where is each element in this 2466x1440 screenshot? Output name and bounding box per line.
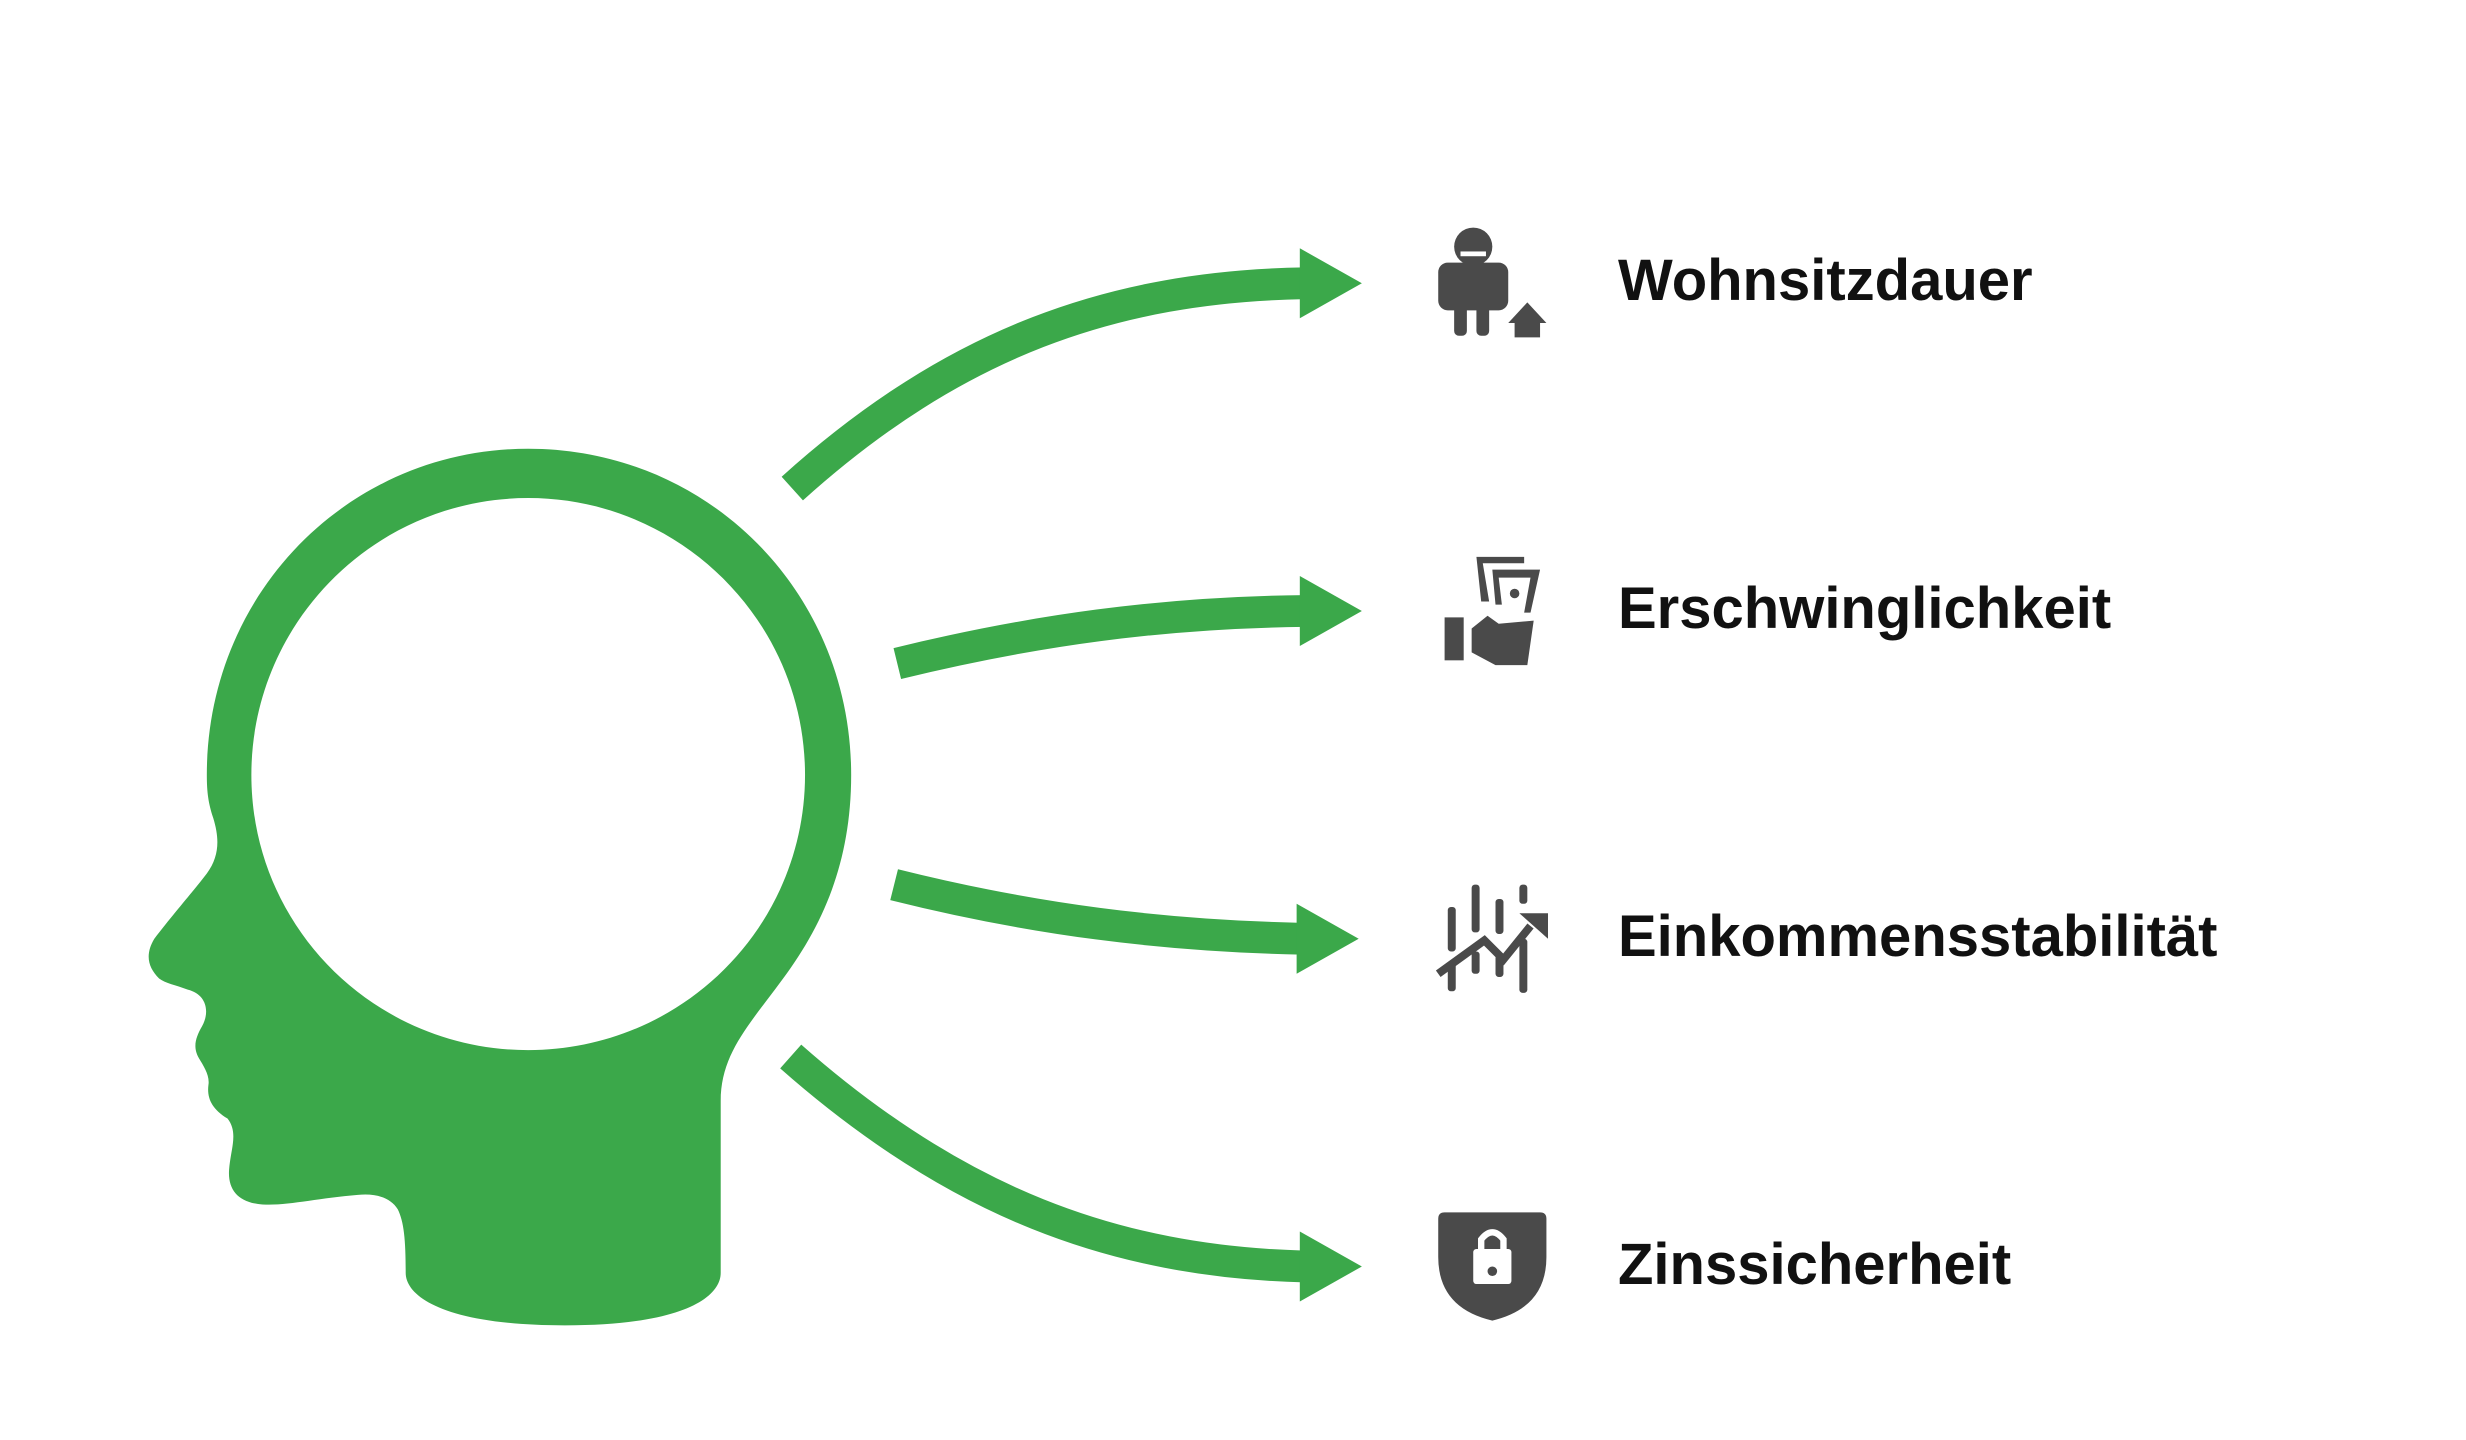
hand-money-icon xyxy=(1444,556,1541,666)
arrowhead-1 xyxy=(1299,248,1362,319)
label-wohnsitzdauer: Wohnsitzdauer xyxy=(1618,248,2033,313)
arrow-2 xyxy=(893,595,1305,679)
shield-lock-icon xyxy=(1438,1212,1547,1321)
head-silhouette xyxy=(148,448,852,1326)
trend-chart-icon xyxy=(1435,884,1549,993)
arrowhead-2 xyxy=(1299,576,1362,647)
arrow-3 xyxy=(890,869,1302,955)
label-zinssicherheit: Zinssicherheit xyxy=(1618,1232,2012,1297)
arrow-1 xyxy=(781,267,1305,501)
arrowhead-4 xyxy=(1299,1231,1362,1302)
arrowhead-3 xyxy=(1296,903,1359,974)
label-einkommensstabilitaet: Einkommensstabilität xyxy=(1618,904,2218,969)
person-home-icon xyxy=(1438,227,1547,338)
label-erschwinglichkeit: Erschwinglichkeit xyxy=(1618,576,2112,641)
arrow-4 xyxy=(780,1044,1305,1283)
